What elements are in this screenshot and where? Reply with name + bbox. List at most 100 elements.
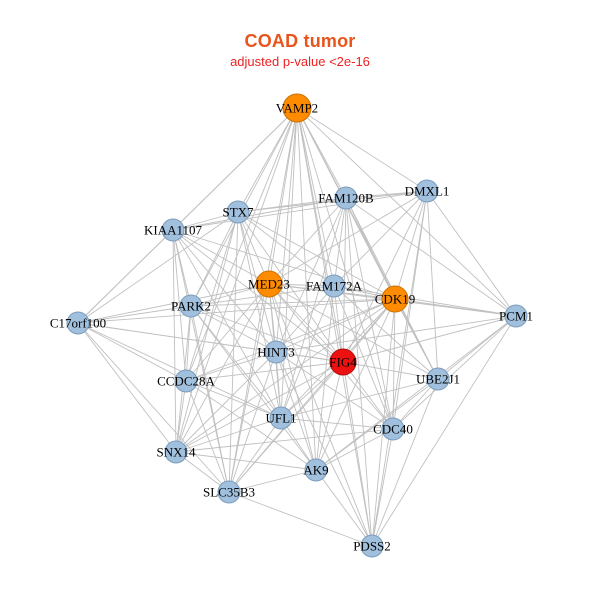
graph-edge xyxy=(268,107,298,285)
graph-edge xyxy=(228,491,373,547)
graph-edge xyxy=(190,285,335,307)
graph-edge xyxy=(280,417,394,430)
graph-edge xyxy=(175,380,187,453)
graph-node-ak9 xyxy=(304,458,328,482)
graph-node-label-dmxl1: DMXL1 xyxy=(405,184,450,199)
graph-node-vamp2 xyxy=(282,93,312,123)
graph-edge xyxy=(275,351,317,471)
graph-edge xyxy=(280,361,344,419)
graph-edge xyxy=(77,322,187,382)
graph-node-stx7 xyxy=(226,200,250,224)
graph-node-snx14 xyxy=(164,440,188,464)
graph-edge xyxy=(268,283,373,547)
graph-edge xyxy=(190,305,282,419)
graph-node-cdc40 xyxy=(381,417,405,441)
graph-node-med23 xyxy=(255,270,283,298)
graph-node-label-hint3: HINT3 xyxy=(257,345,295,360)
graph-edge xyxy=(228,211,239,493)
graph-edge xyxy=(185,380,230,493)
graph-edge xyxy=(77,322,277,353)
graph-edge xyxy=(296,107,439,380)
graph-edge xyxy=(268,283,344,363)
graph-edge xyxy=(77,322,282,419)
graph-edge xyxy=(228,417,282,493)
graph-edge xyxy=(185,107,298,382)
graph-node-label-cdk19: CDK19 xyxy=(375,292,415,307)
graph-node-label-ak9: AK9 xyxy=(303,463,328,478)
graph-edge xyxy=(175,428,394,453)
graph-edge xyxy=(426,190,439,380)
graph-edge xyxy=(237,211,335,287)
graph-edge xyxy=(190,283,270,307)
graph-node-label-slc35b3: SLC35B3 xyxy=(203,485,255,500)
graph-edge xyxy=(175,283,270,453)
graph-edge xyxy=(77,322,177,453)
graph-edge xyxy=(77,283,270,324)
graph-node-dmxl1 xyxy=(415,179,439,203)
graph-edge xyxy=(315,469,373,547)
graph-edge xyxy=(342,361,394,430)
graph-edge xyxy=(275,351,373,547)
graph-edge xyxy=(172,197,347,231)
plot-subtitle: adjusted p-value <2e-16 xyxy=(230,54,370,69)
graph-edge xyxy=(172,229,282,419)
graph-edge xyxy=(175,298,396,453)
graph-edge xyxy=(172,190,428,231)
graph-edge xyxy=(333,285,439,380)
graph-edge xyxy=(77,322,230,493)
graph-edge xyxy=(228,283,270,493)
graph-edge xyxy=(268,190,428,285)
graph-edge xyxy=(185,211,239,382)
graph-node-pcm1 xyxy=(504,304,528,328)
graph-edge xyxy=(333,190,428,287)
graph-edge xyxy=(172,229,187,382)
graph-edge xyxy=(315,428,394,471)
graph-edge xyxy=(342,197,347,363)
graph-edge xyxy=(175,451,317,471)
graph-edge xyxy=(237,107,298,213)
graph-edge xyxy=(371,315,517,547)
graph-edge xyxy=(315,315,517,471)
graph-node-label-cdc40: CDC40 xyxy=(373,422,413,437)
graph-node-ufl1 xyxy=(269,406,293,430)
graph-edge xyxy=(275,197,347,353)
graph-edge xyxy=(175,361,344,453)
graph-edge xyxy=(342,190,428,363)
graph-edge xyxy=(342,315,517,363)
graph-edge xyxy=(190,305,317,471)
graph-node-c17orf100 xyxy=(66,311,90,335)
graph-edge xyxy=(275,315,517,353)
graph-node-ube2j1 xyxy=(426,367,450,391)
plot-title: COAD tumor xyxy=(244,31,356,51)
graph-edge xyxy=(190,305,277,353)
graph-edge xyxy=(280,197,347,419)
graph-edge xyxy=(77,229,174,324)
graph-edge xyxy=(371,428,394,547)
graph-node-label-park2: PARK2 xyxy=(171,299,211,314)
graph-node-fam172a xyxy=(322,274,346,298)
graph-edge xyxy=(296,107,335,287)
graph-edge xyxy=(315,361,344,471)
graph-edge xyxy=(345,197,394,430)
graph-edge xyxy=(77,211,239,324)
graph-node-pdss2 xyxy=(360,534,384,558)
graph-edge xyxy=(185,283,270,382)
graph-node-label-ube2j1: UBE2J1 xyxy=(416,372,460,387)
graph-edge xyxy=(237,211,396,300)
graph-node-label-fig4: FIG4 xyxy=(329,355,357,370)
graph-edge xyxy=(392,315,517,430)
graph-edge xyxy=(172,229,270,285)
graph-edge xyxy=(190,298,396,307)
graph-node-label-ufl1: UFL1 xyxy=(265,411,296,426)
graph-edge xyxy=(426,190,517,317)
graph-edge xyxy=(172,229,344,363)
graph-edge xyxy=(296,107,373,547)
graph-node-fam120b xyxy=(334,186,358,210)
graph-node-cdk19 xyxy=(381,285,409,313)
graph-edge xyxy=(280,285,335,419)
graph-edge xyxy=(268,283,317,471)
graph-edge xyxy=(345,190,428,199)
graph-node-label-stx7: STX7 xyxy=(222,205,254,220)
graph-node-label-pdss2: PDSS2 xyxy=(353,539,391,554)
